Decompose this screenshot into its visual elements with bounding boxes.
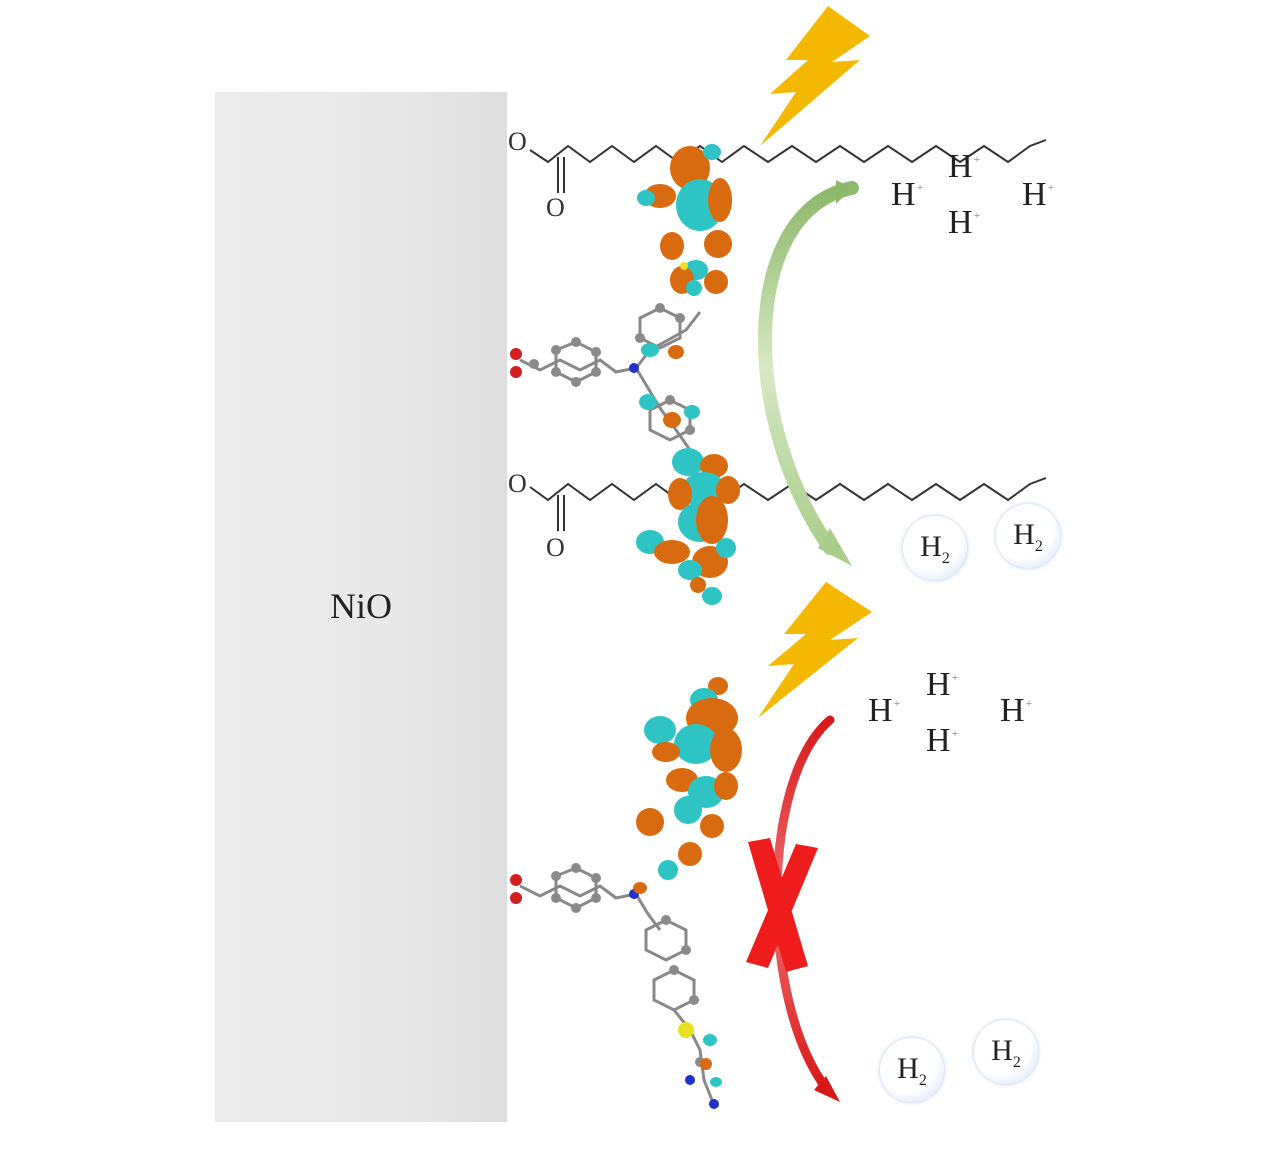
proton-charge: + (916, 180, 924, 194)
hydrogen-bubble: H2 (996, 504, 1060, 568)
nio-slab (215, 92, 507, 1122)
oxygen-atom: O (508, 469, 527, 498)
proton: H+ (926, 724, 958, 758)
hydrogen-label: H2 (920, 530, 950, 567)
molecule-homo-lumo-top (637, 144, 732, 296)
hydrogen-bubble: H2 (880, 1038, 944, 1102)
alkyl-chain (529, 139, 1047, 193)
proton-charge: + (951, 726, 959, 740)
molecule-homo-lumo-bottom (636, 677, 742, 880)
x-cross-icon (746, 838, 818, 972)
alkyl-chain (529, 477, 1047, 531)
proton-charge: + (973, 152, 981, 166)
hydrogen-bubble: H2 (903, 516, 967, 580)
hydrogen-label: H2 (897, 1052, 927, 1089)
proton-symbol: H (948, 148, 973, 185)
proton: H+ (948, 150, 980, 184)
proton-charge: + (893, 696, 901, 710)
molecule-homo-lumo-middle (636, 448, 740, 605)
proton: H+ (868, 694, 900, 728)
proton: H+ (926, 668, 958, 702)
hydrogen-label: H2 (991, 1034, 1021, 1071)
proton-charge: + (1047, 180, 1055, 194)
proton: H+ (1022, 178, 1054, 212)
oxygen-atom: O (546, 533, 565, 562)
proton-symbol: H (948, 204, 973, 241)
nio-label: NiO (330, 586, 392, 626)
hydrogen-bubble: H2 (974, 1020, 1038, 1084)
oxygen-atom: O (546, 193, 565, 222)
proton-symbol: H (1000, 692, 1025, 729)
proton: H+ (1000, 694, 1032, 728)
proton-symbol: H (891, 176, 916, 213)
triphenylamine-backbone-top (510, 303, 702, 471)
proton-symbol: H (1022, 176, 1047, 213)
proton-symbol: H (868, 692, 893, 729)
lightning-icon (760, 6, 870, 146)
curved-arrow-icon (758, 180, 859, 566)
proton: H+ (948, 206, 980, 240)
proton-symbol: H (926, 666, 951, 703)
proton-charge: + (951, 670, 959, 684)
proton-symbol: H (926, 722, 951, 759)
hydrogen-label: H2 (1013, 518, 1043, 555)
lightning-icon (758, 582, 872, 718)
proton-charge: + (973, 208, 981, 222)
proton: H+ (891, 178, 923, 212)
triphenylamine-backbone-bottom (510, 863, 722, 1109)
proton-charge: + (1025, 696, 1033, 710)
oxygen-atom: O (508, 127, 527, 156)
